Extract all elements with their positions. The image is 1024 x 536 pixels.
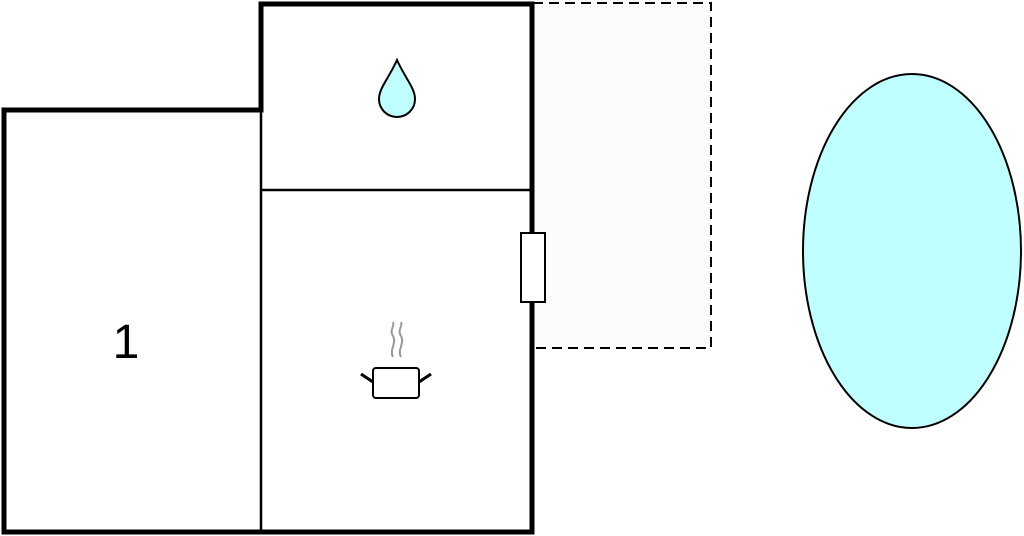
door	[520, 232, 546, 303]
building-outer-wall	[1, 1, 535, 535]
pool	[802, 73, 1022, 429]
room-label-1: 1	[113, 316, 140, 369]
water-drop-icon	[377, 57, 417, 119]
cooking-pot-icon	[360, 321, 432, 399]
terrace-area	[532, 2, 712, 349]
